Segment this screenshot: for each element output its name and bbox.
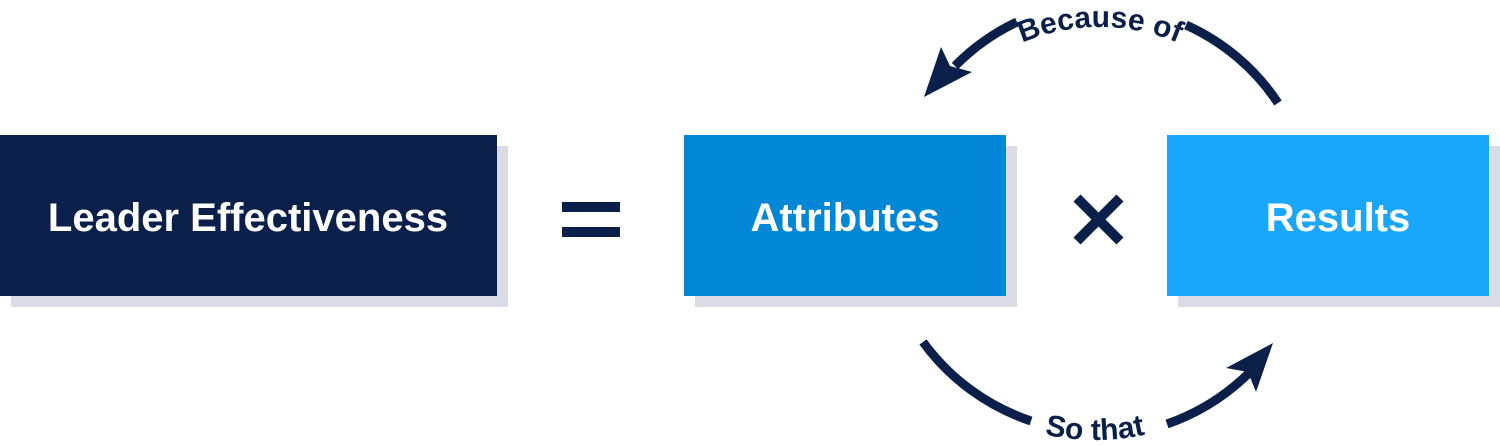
results-label: Results — [1266, 196, 1411, 240]
so-that-arrow: So that — [919, 339, 1273, 446]
because-of-label: Because of — [1013, 1, 1188, 50]
results-box: Results — [1167, 135, 1500, 307]
arrow-arc-right — [1184, 20, 1282, 106]
so-that-label: So that — [1043, 409, 1146, 446]
leader-effectiveness-box: Leader Effectiveness — [0, 135, 508, 307]
box-fill — [0, 135, 497, 296]
arrowhead-icon — [924, 47, 972, 97]
arrow-arc-right — [1165, 368, 1254, 429]
attributes-label: Attributes — [751, 196, 940, 240]
arrow-arc-left — [919, 339, 1033, 426]
box-fill — [1167, 135, 1489, 296]
box-fill — [684, 135, 1006, 296]
attributes-box: Attributes — [684, 135, 1017, 307]
arrowhead-icon — [1226, 343, 1273, 392]
because-of-arrow: Because of — [924, 1, 1282, 106]
equals-icon — [562, 202, 620, 237]
multiply-icon — [1073, 194, 1124, 245]
arrow-arc-left — [951, 17, 1019, 70]
leader-effectiveness-label: Leader Effectiveness — [48, 196, 448, 240]
